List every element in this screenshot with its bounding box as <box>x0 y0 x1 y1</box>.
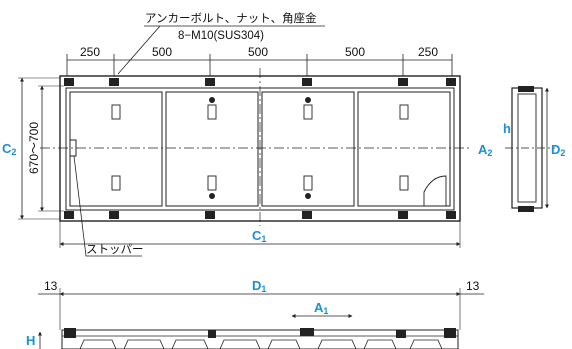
h-height-label: H <box>26 333 35 348</box>
dim-500-c: 500 <box>345 45 365 59</box>
top-dimension-ticks <box>66 54 453 76</box>
dim-500-a: 500 <box>152 45 172 59</box>
side-view <box>505 86 555 212</box>
h-label: h <box>503 121 511 136</box>
stopper-label: ストッパー <box>86 243 144 256</box>
stopper-leader <box>73 155 142 257</box>
d1-label: D1 <box>252 278 266 294</box>
vertical-range-label: 670〜700 <box>27 122 41 174</box>
anchor-bolt-label: アンカーボルト、ナット、角座金 <box>145 11 317 25</box>
a1-label: A1 <box>314 300 328 316</box>
dim-13-left: 13 <box>44 279 58 293</box>
dim-250-right: 250 <box>418 45 438 59</box>
plan-view <box>40 68 470 226</box>
c1-label: C1 <box>252 228 266 244</box>
dim-500-b: 500 <box>248 45 268 59</box>
section-view <box>61 328 459 349</box>
a2-label: A2 <box>478 142 492 158</box>
dim-13-right: 13 <box>466 279 480 293</box>
c2-label: C2 <box>2 141 16 157</box>
d2-label: D2 <box>551 142 565 158</box>
annotation-leader <box>117 25 161 75</box>
anchor-bolt-spec-label: 8−M10(SUS304) <box>178 30 264 42</box>
dim-250-left: 250 <box>80 45 100 59</box>
